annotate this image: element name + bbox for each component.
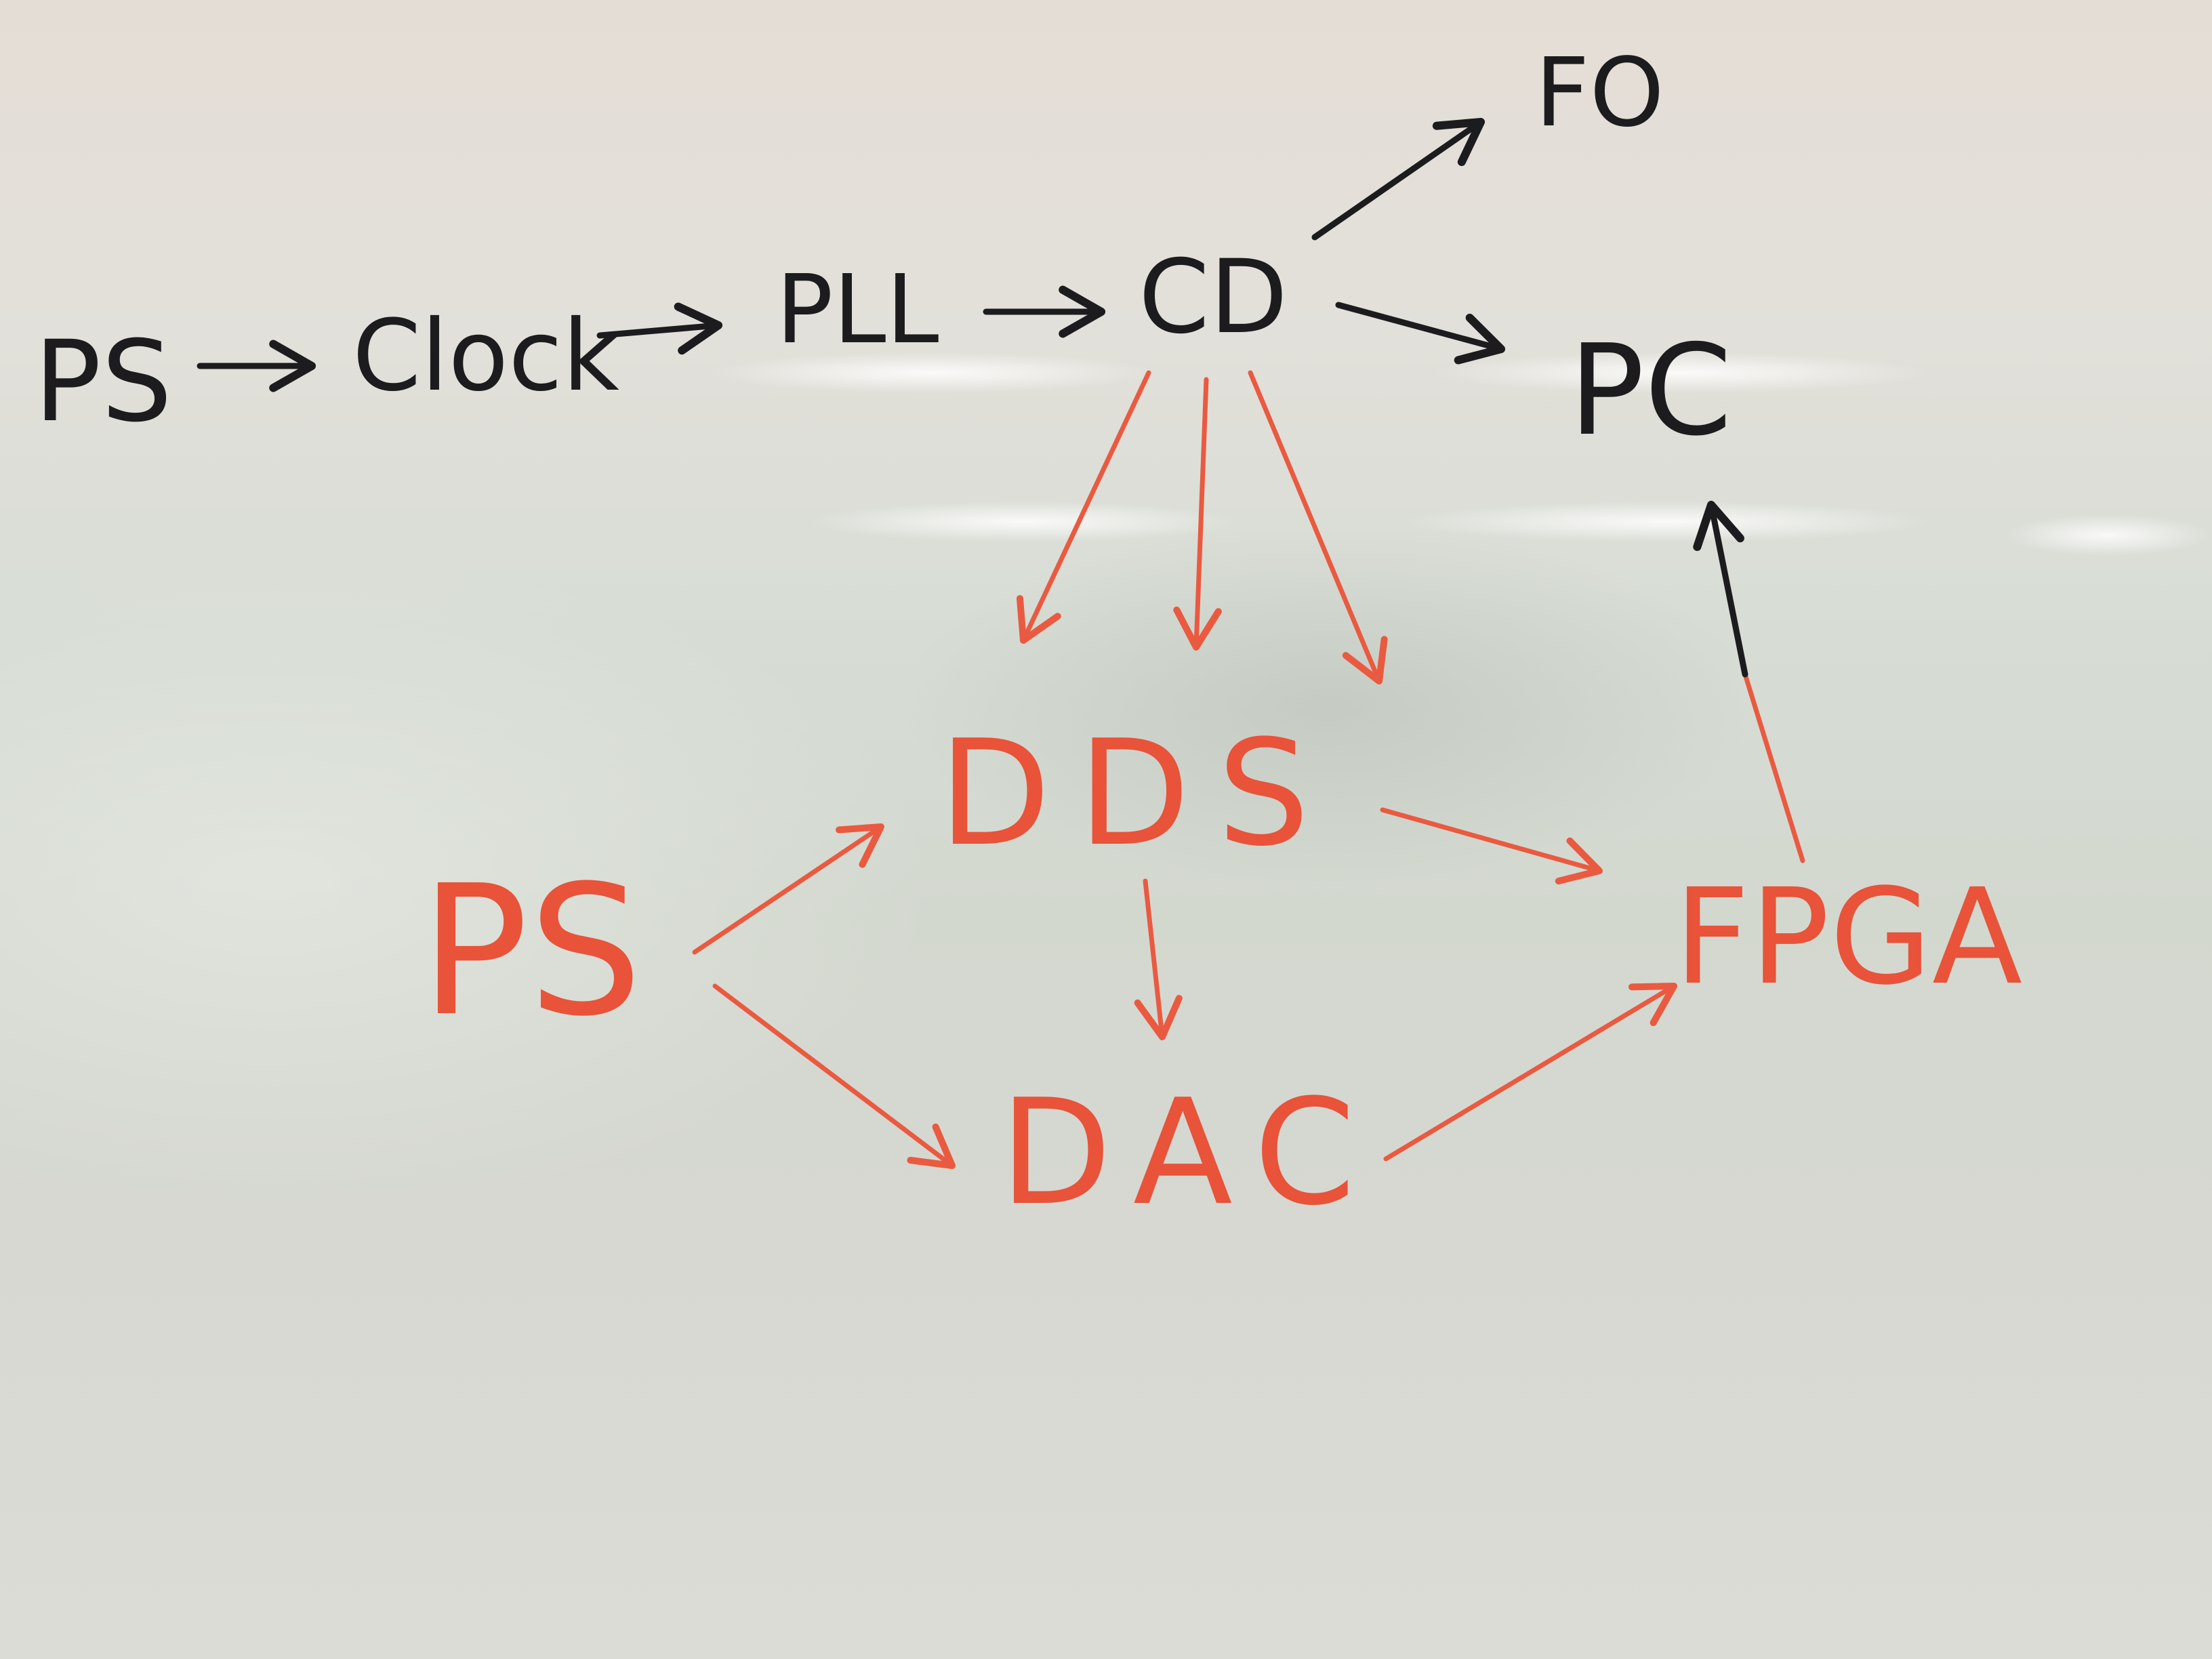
light-reflection [1410,501,1925,542]
node-ps-black: PS [34,316,172,447]
light-reflection [1437,352,1925,393]
node-fpga: FPGA [1674,860,2022,1014]
arrow-dac-to-fpga [1383,982,1678,1162]
arrow-cd-to-dds-right [1248,370,1388,685]
arrow-cd-to-fo [1311,117,1486,241]
arrow-cd-to-pc [1335,302,1506,365]
arrow-dds-to-dac [1134,878,1183,1041]
node-ps-red: PS [420,847,642,1056]
node-pc: PC [1569,317,1732,464]
node-cd: CD [1139,239,1288,356]
arrow-ps-to-dds [692,823,885,955]
arrow-clock-to-pll [596,302,723,355]
light-reflection [813,501,1233,542]
node-clock: Clock [352,299,619,413]
arrow-dds-to-fpga [1380,807,1603,885]
arrow-fpga-to-pc [1742,672,1805,863]
arrow-cd-to-dds-middle [1173,377,1222,651]
light-reflection [2006,515,2209,556]
arrow-cd-to-dds-left [1016,370,1151,644]
node-dds: DDS [939,708,1337,878]
arrow-ps-to-dac [712,983,956,1170]
arrow-fpga-to-pc-head [1693,500,1748,678]
light-reflection [712,352,1152,393]
node-fo: FO [1535,38,1664,148]
node-dac: DAC [1000,1067,1379,1237]
node-pll: PLL [776,255,939,365]
